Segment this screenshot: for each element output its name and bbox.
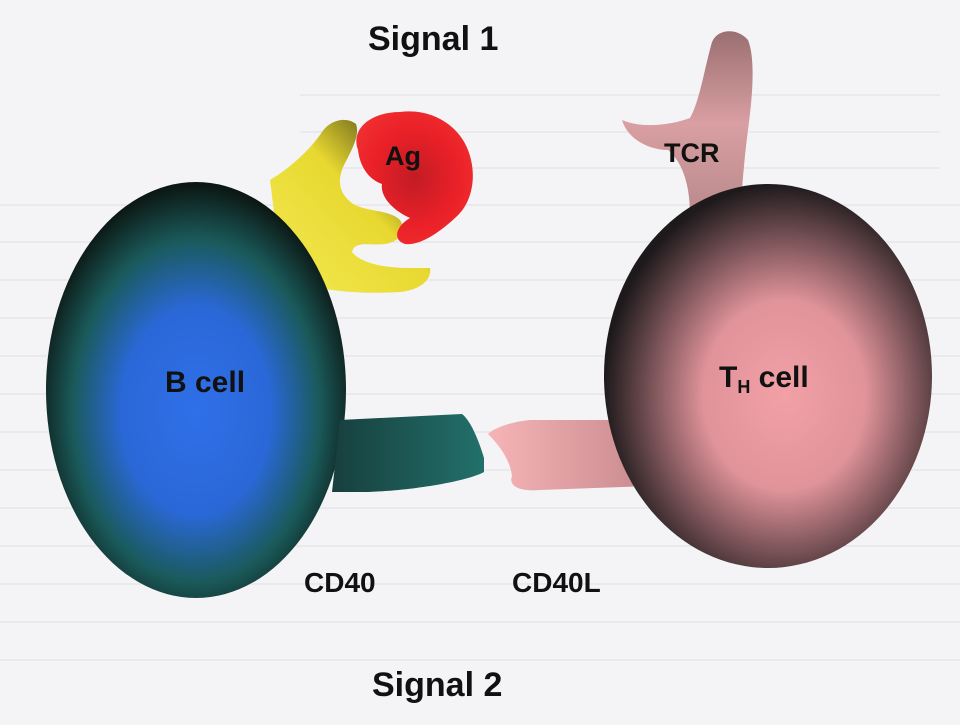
b-cell-label: B cell bbox=[165, 366, 246, 399]
b-cell bbox=[46, 182, 346, 598]
cd40l-label: CD40L bbox=[512, 567, 601, 598]
cd40-receptor bbox=[332, 414, 484, 492]
th-cell-label: TH cell bbox=[719, 361, 809, 397]
signal-2-label: Signal 2 bbox=[372, 666, 503, 704]
cd40-label: CD40 bbox=[304, 567, 376, 598]
th-cell bbox=[604, 184, 932, 568]
th-cell-label-suffix: cell bbox=[750, 361, 809, 394]
signal-1-label: Signal 1 bbox=[368, 20, 499, 58]
cd40l-ligand bbox=[488, 420, 650, 491]
tcr-label: TCR bbox=[664, 138, 720, 168]
bcr-receptor bbox=[270, 119, 431, 293]
antigen-label: Ag bbox=[385, 141, 421, 171]
antigen-molecule bbox=[356, 111, 473, 245]
tcr-receptor bbox=[622, 31, 753, 215]
th-cell-label-subscript: H bbox=[737, 377, 751, 397]
th-cell-label-main: T bbox=[719, 361, 738, 394]
